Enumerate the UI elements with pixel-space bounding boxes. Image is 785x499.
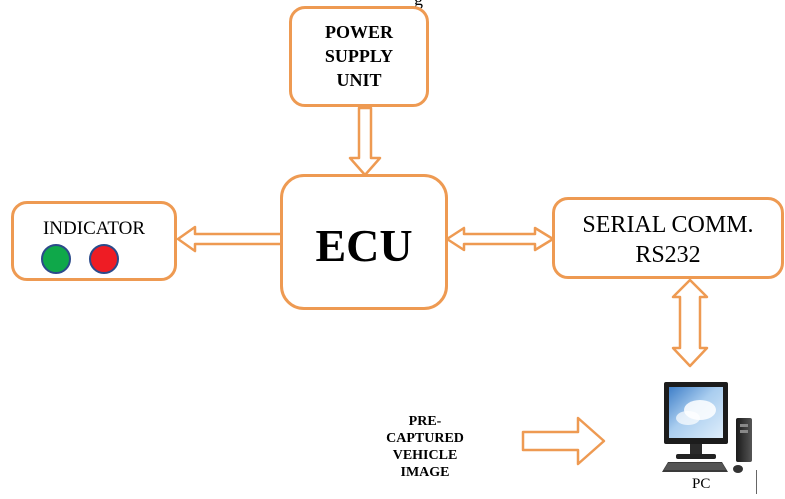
input-label-line1: PRE- xyxy=(408,414,442,429)
arrow-power-to-ecu xyxy=(348,106,382,177)
heading-fragment: g xyxy=(414,0,423,10)
input-label-line4: IMAGE xyxy=(400,465,450,480)
green-led-icon xyxy=(41,244,71,274)
arrow-image-to-pc xyxy=(521,416,606,466)
indicator-label: INDICATOR xyxy=(42,218,146,239)
pc-side-divider xyxy=(756,470,757,494)
input-label-line2: CAPTURED xyxy=(386,431,464,446)
pc-computer-icon xyxy=(662,382,752,473)
ecu-block: ECU xyxy=(280,174,448,310)
pc-label: PC xyxy=(692,476,711,492)
arrow-ecu-serial xyxy=(445,226,555,252)
red-led-icon xyxy=(89,244,119,274)
power-supply-label-line3: UNIT xyxy=(336,70,382,90)
serial-comm-block: SERIAL COMM. RS232 xyxy=(552,197,784,279)
ecu-label: ECU xyxy=(315,220,413,271)
arrow-serial-pc xyxy=(671,278,709,368)
power-supply-block: POWER SUPPLY UNIT xyxy=(289,6,429,107)
power-supply-label-line1: POWER xyxy=(324,22,393,42)
indicator-block: INDICATOR xyxy=(11,201,177,281)
serial-comm-label-line2: RS232 xyxy=(635,242,701,268)
power-supply-label-line2: SUPPLY xyxy=(324,46,394,66)
arrow-ecu-to-indicator xyxy=(176,225,285,253)
serial-comm-label-line1: SERIAL COMM. xyxy=(582,212,754,238)
input-label-line3: VEHICLE xyxy=(392,448,458,463)
